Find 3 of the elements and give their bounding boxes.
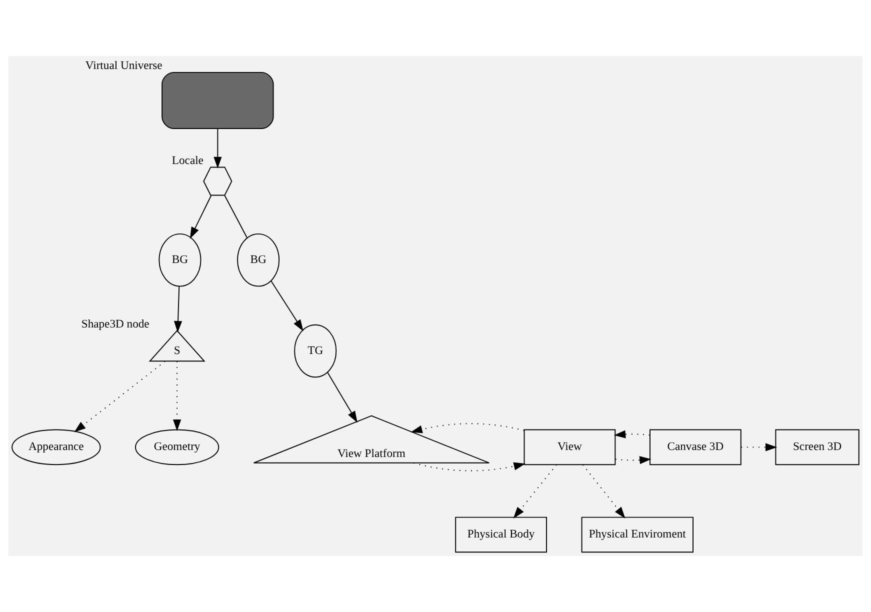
node-label: Virtual Universe bbox=[85, 59, 162, 72]
node-label: Shape3D node bbox=[81, 317, 150, 330]
node-label: Locale bbox=[172, 154, 204, 167]
